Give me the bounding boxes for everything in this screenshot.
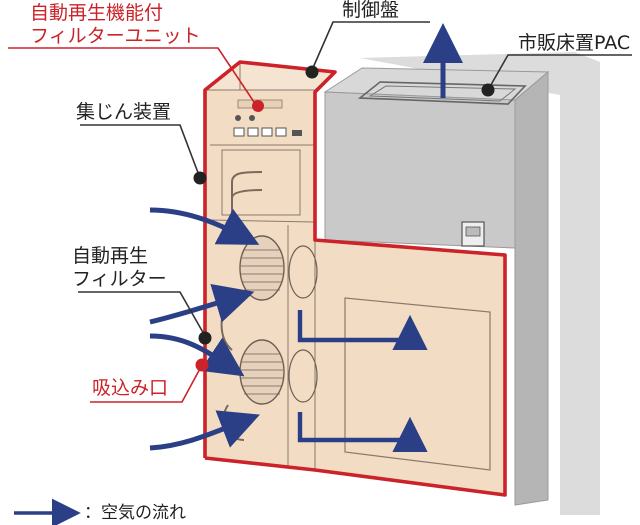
air-flow-arrow-in-1 bbox=[149, 207, 260, 245]
auto-regen-filters bbox=[220, 235, 318, 441]
background-wall bbox=[360, 52, 600, 515]
leader-auto-filter bbox=[78, 291, 206, 337]
leader-intake bbox=[90, 364, 203, 403]
air-flow-arrow-out-lower bbox=[297, 412, 428, 452]
leader-pac bbox=[487, 54, 632, 91]
air-flow-arrow-out-upper bbox=[297, 310, 428, 350]
pac-outlet-grille-inner bbox=[368, 85, 517, 102]
dot-control-panel bbox=[305, 65, 319, 79]
label-control-panel: 制御盤 bbox=[342, 0, 400, 21]
label-auto-filter-line2: フィルター bbox=[72, 268, 167, 290]
leader-control-panel bbox=[311, 21, 430, 71]
dot-filter-unit bbox=[252, 100, 264, 112]
label-filter-unit-line1: 自動再生機能付 bbox=[30, 2, 164, 24]
leader-lines bbox=[8, 21, 632, 403]
filter-drum-upper bbox=[239, 235, 318, 301]
air-flow-arrow-in-2 bbox=[149, 284, 255, 325]
label-dust-collector: 集じん装置 bbox=[76, 101, 172, 123]
legend-air-flow-label: ：空気の流れ bbox=[84, 503, 186, 523]
pac-outlet-grille bbox=[357, 81, 527, 105]
dot-intake bbox=[195, 358, 209, 372]
air-flow-arrows bbox=[149, 23, 463, 452]
leader-dots bbox=[193, 65, 495, 372]
filter-unit-highlight-outline bbox=[203, 60, 507, 497]
pac-side-face bbox=[514, 70, 549, 506]
air-flow-arrow-in-4 bbox=[149, 410, 260, 451]
label-auto-filter-line1: 自動再生 bbox=[72, 245, 149, 267]
filter-unit-right-panel bbox=[314, 239, 506, 496]
leader-dust-collector bbox=[80, 124, 201, 179]
dot-auto-filter bbox=[198, 331, 212, 345]
pac-front-face bbox=[324, 91, 516, 249]
dot-pac bbox=[481, 83, 495, 97]
label-filter-unit-line2: フィルターユニット bbox=[30, 25, 201, 47]
label-pac: 市販床置PAC bbox=[518, 32, 631, 54]
filter-drum-lower bbox=[239, 339, 318, 405]
dot-dust-collector bbox=[193, 171, 207, 185]
label-intake: 吸込み口 bbox=[92, 377, 169, 399]
air-flow-arrow-in-3 bbox=[149, 333, 245, 377]
pac-thermostat-screen bbox=[465, 226, 481, 237]
filter-unit-inner-panel bbox=[344, 297, 491, 471]
leader-filter-unit bbox=[8, 47, 259, 109]
